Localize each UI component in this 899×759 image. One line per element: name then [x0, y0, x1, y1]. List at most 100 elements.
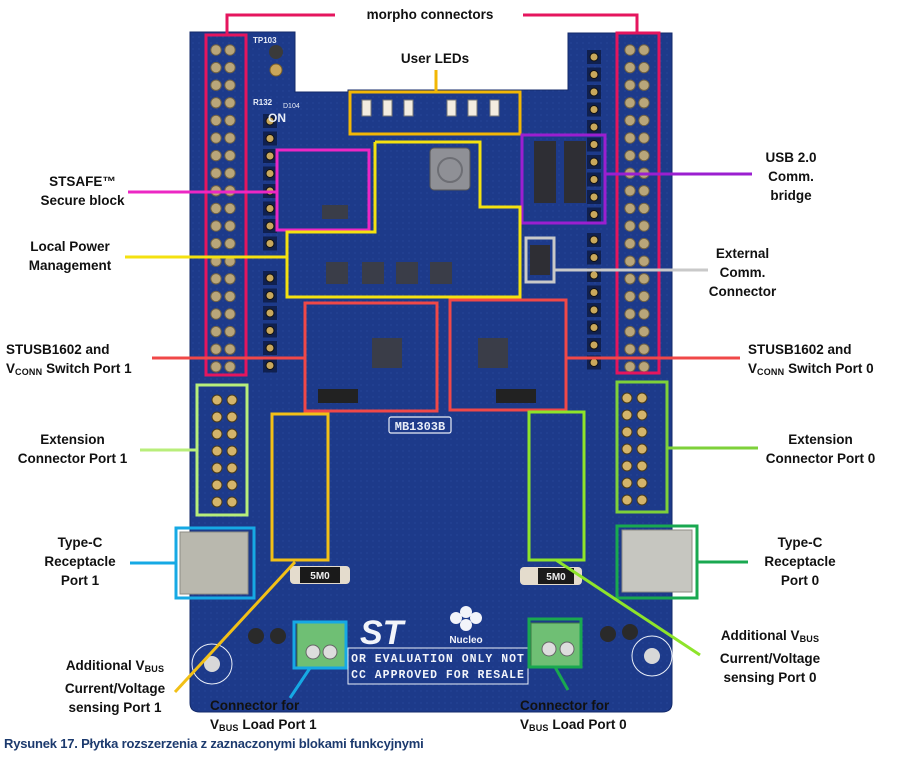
header-pin	[210, 114, 222, 127]
header-pin	[624, 343, 636, 355]
user-led	[467, 99, 478, 117]
header-pin	[589, 288, 599, 297]
callout-stusb-port0: STUSB1602 and VCONN Switch Port 0	[748, 340, 888, 382]
user-led	[489, 99, 500, 117]
ext-comm-box	[524, 236, 556, 284]
callout-line: Additional VBUS	[710, 626, 830, 649]
header-pin	[589, 235, 599, 245]
header-pin	[589, 305, 599, 315]
extension-pin	[226, 462, 238, 474]
header-pin	[638, 79, 650, 91]
header-pin	[210, 61, 222, 74]
header-pin	[210, 361, 222, 373]
header-pin	[265, 204, 275, 213]
callout-morpho-connectors: morpho connectors	[340, 5, 520, 24]
extension-pin	[621, 494, 633, 506]
extension-pin	[621, 443, 633, 455]
callout-text: Switch Port 0	[784, 361, 874, 376]
header-pin	[224, 220, 236, 232]
subscript: BUS	[144, 664, 165, 674]
header-pin	[638, 308, 650, 320]
header-pin	[224, 79, 236, 91]
callout-line: Connector	[708, 284, 777, 299]
extension-pin	[621, 409, 633, 421]
header-pin	[624, 61, 636, 74]
header-pin	[624, 325, 636, 338]
callout-line: Connector for	[520, 698, 610, 713]
extension-pin	[621, 392, 633, 404]
header-pin	[210, 149, 222, 162]
stsafe-box	[275, 148, 371, 232]
vbus-sense-port1-box	[270, 412, 330, 562]
header-pin	[265, 134, 275, 143]
extension-pin	[636, 392, 648, 404]
header-pin	[210, 273, 222, 285]
callout-line: Comm.	[719, 265, 766, 280]
header-pin	[589, 192, 599, 202]
stusb-port0-box	[448, 298, 568, 412]
power-ic-4	[430, 262, 452, 284]
extension-pin	[226, 445, 238, 457]
callout-line: sensing Port 1	[68, 700, 162, 715]
extension-pin	[211, 428, 223, 440]
header-pin	[210, 202, 222, 215]
header-pin	[638, 220, 650, 232]
header-pin	[638, 132, 650, 144]
header-pin	[589, 358, 599, 367]
extension-pin	[211, 445, 223, 457]
callout-usb-bridge: USB 2.0 Comm. bridge	[756, 148, 826, 205]
callout-line: Extension	[40, 432, 105, 447]
header-pin	[624, 290, 636, 303]
header-pin	[224, 44, 236, 56]
subscript: CONN	[15, 367, 43, 377]
header-pin	[624, 149, 636, 162]
header-pin	[265, 116, 275, 126]
header-pin	[624, 220, 636, 232]
callout-typec-port0: Type-C Receptacle Port 0	[750, 533, 850, 590]
callout-line: Connector Port 1	[17, 451, 128, 466]
header-pin	[210, 308, 222, 320]
usb-bridge-box	[520, 133, 607, 225]
header-pin	[638, 255, 650, 267]
resistor-marking-port1: 5M0	[310, 571, 330, 582]
header-pin	[224, 97, 236, 109]
callout-stusb-port1: STUSB1602 and VCONN Switch Port 1	[6, 340, 141, 382]
callout-extension-port1: Extension Connector Port 1	[10, 430, 135, 468]
v-symbol: V	[210, 717, 220, 732]
extension-pin	[226, 479, 238, 491]
subscript: BUS	[219, 723, 239, 733]
callout-line: Current/Voltage	[64, 681, 166, 696]
callout-line: External	[715, 246, 770, 261]
header-pin	[589, 175, 599, 184]
mounting-hole-bottom-right	[631, 635, 673, 677]
callout-stsafe: STSAFE™ Secure block	[25, 172, 140, 210]
header-pin	[265, 169, 275, 178]
header-pin	[638, 273, 650, 285]
header-pin	[265, 326, 275, 335]
header-pin	[589, 157, 599, 167]
header-pin	[638, 202, 650, 215]
callout-text: morpho connectors	[366, 7, 494, 22]
secure-element-ic	[322, 205, 348, 219]
callout-line: Receptacle	[764, 554, 836, 569]
inductor-l500	[429, 147, 471, 191]
extension-pin	[211, 479, 223, 491]
typec-receptacle-port0	[621, 529, 693, 593]
header-pin	[589, 52, 599, 62]
callout-line: VBUS Load Port 1	[210, 715, 330, 738]
callout-line: STUSB1602 and	[748, 342, 852, 357]
header-pin	[265, 361, 275, 370]
sense-resistor-r701: 5M0	[290, 566, 350, 584]
nucleo-logo	[450, 606, 482, 631]
header-pin	[624, 185, 636, 197]
jumper-jp201	[496, 389, 536, 403]
extension-pin	[211, 462, 223, 474]
header-pin	[210, 132, 222, 144]
power-ic-3	[396, 262, 418, 284]
test-point-tp600	[600, 626, 616, 642]
user-led	[382, 99, 393, 117]
header-pin	[624, 44, 636, 56]
callout-vbus-sense-port1: Additional VBUS Current/Voltage sensing …	[55, 656, 175, 717]
header-pin	[224, 290, 236, 303]
header-pin	[210, 290, 222, 303]
